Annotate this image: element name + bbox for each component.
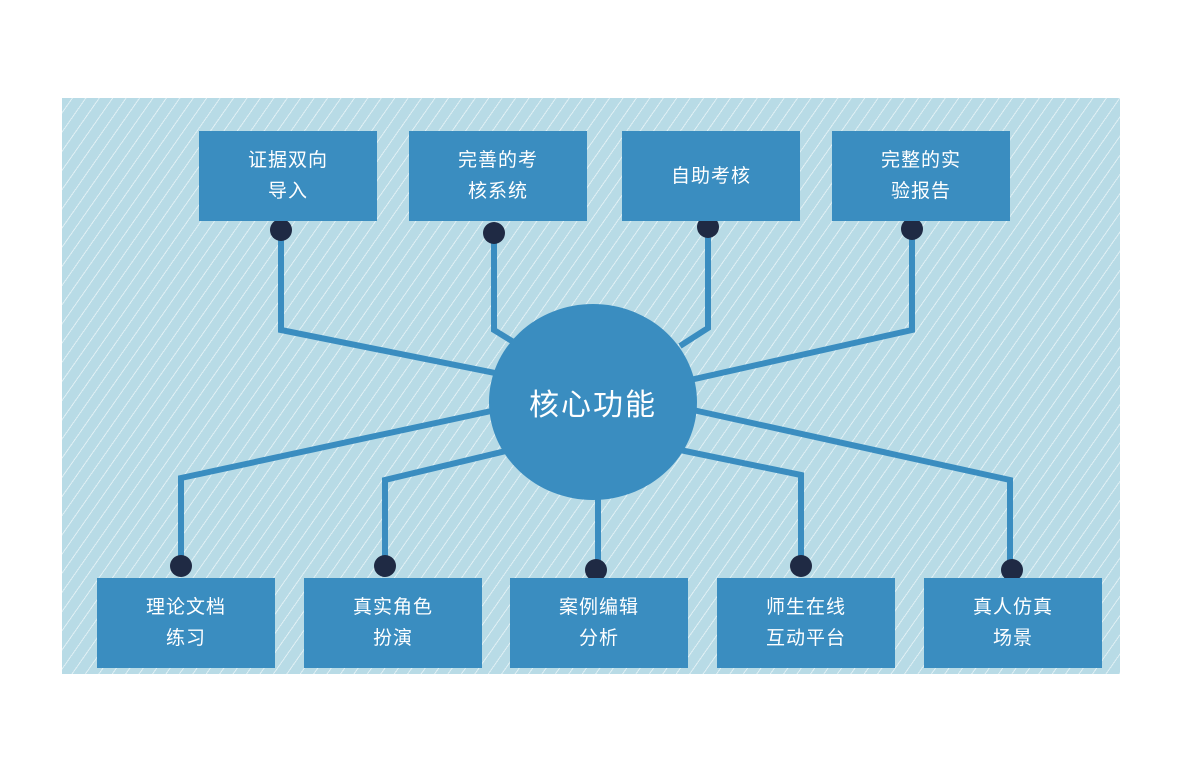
node-bottom-3: 案例编辑 分析 xyxy=(510,578,688,668)
node-bottom-5: 真人仿真 场景 xyxy=(924,578,1102,668)
node-top-4: 完整的实 验报告 xyxy=(832,131,1010,221)
node-top-1: 证据双向 导入 xyxy=(199,131,377,221)
node-top-3: 自助考核 xyxy=(622,131,800,221)
node-bottom-2: 真实角色 扮演 xyxy=(304,578,482,668)
node-top-2: 完善的考 核系统 xyxy=(409,131,587,221)
node-bottom-1: 理论文档 练习 xyxy=(97,578,275,668)
center-hub: 核心功能 xyxy=(489,304,697,500)
node-bottom-4: 师生在线 互动平台 xyxy=(717,578,895,668)
